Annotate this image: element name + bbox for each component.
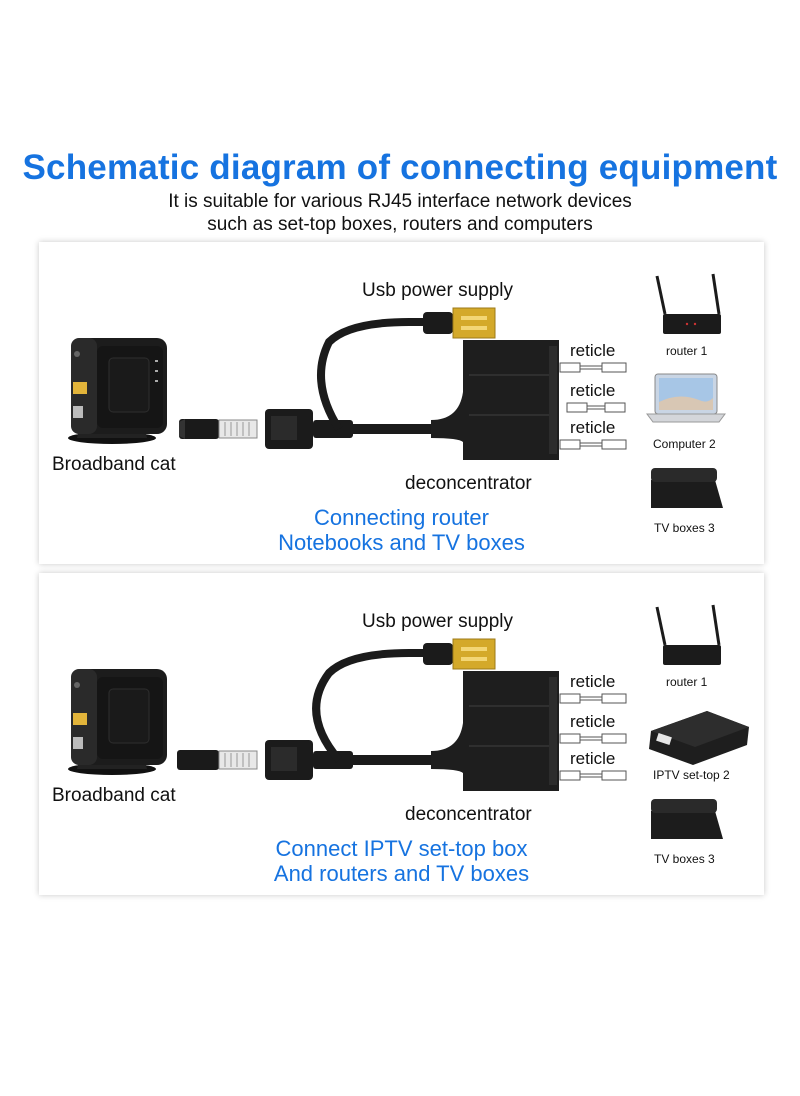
set-top-box-icon [649, 711, 749, 765]
usb-plug-icon [423, 638, 496, 670]
laptop-icon [646, 373, 726, 423]
ethernet-cable-icon [559, 362, 627, 450]
device-label-3: TV boxes 3 [654, 521, 715, 535]
usb-plug-icon [423, 307, 496, 339]
port-label-1: reticle [570, 341, 616, 360]
device-label-2: Computer 2 [653, 437, 716, 451]
splitter-input-jack-icon [265, 409, 353, 449]
port-label-2: reticle [570, 381, 616, 400]
port-label-2: reticle [570, 712, 616, 731]
router-icon [655, 273, 721, 334]
ethernet-cable-icon [559, 693, 627, 781]
modem-icon [68, 669, 167, 775]
ethernet-plug-icon [179, 419, 258, 439]
connection-diagram-2 [68, 604, 749, 839]
modem-icon [68, 338, 167, 444]
splitter-hub-icon [431, 671, 559, 791]
page-subtitle-line-1: It is suitable for various RJ45 interfac… [168, 191, 632, 212]
tv-box-icon [651, 799, 723, 839]
device-label-1: router 1 [666, 675, 708, 689]
page-subtitle-line-2: such as set-top boxes, routers and compu… [207, 214, 593, 235]
broadband-label: Broadband cat [52, 785, 176, 806]
tv-box-icon [651, 468, 723, 508]
page-title: Schematic diagram of connecting equipmen… [22, 148, 778, 187]
connection-diagram-1 [68, 273, 726, 508]
device-label-3: TV boxes 3 [654, 852, 715, 866]
router-icon [655, 604, 721, 665]
usb-power-label: Usb power supply [362, 611, 514, 632]
port-label-3: reticle [570, 749, 616, 768]
diagram-panel-2: Usb power supply Broadband cat deconcent… [39, 573, 764, 895]
device-label-1: router 1 [666, 344, 708, 358]
splitter-input-jack-icon [265, 740, 353, 780]
port-label-3: reticle [570, 418, 616, 437]
broadband-label: Broadband cat [52, 454, 176, 475]
usb-power-label: Usb power supply [362, 280, 514, 301]
caption-line-1: Connect IPTV set-top box [275, 836, 528, 861]
splitter-hub-icon [431, 340, 559, 460]
caption-line-1: Connecting router [314, 505, 489, 530]
caption-line-2: And routers and TV boxes [273, 861, 530, 886]
diagram-panel-1: Usb power supply Broadband cat deconcent… [39, 242, 764, 564]
device-label-2: IPTV set-top 2 [653, 768, 730, 782]
caption-line-2: Notebooks and TV boxes [278, 530, 525, 555]
hub-label: deconcentrator [405, 804, 532, 825]
hub-label: deconcentrator [405, 473, 532, 494]
ethernet-plug-icon [177, 750, 258, 770]
port-label-1: reticle [570, 672, 616, 691]
